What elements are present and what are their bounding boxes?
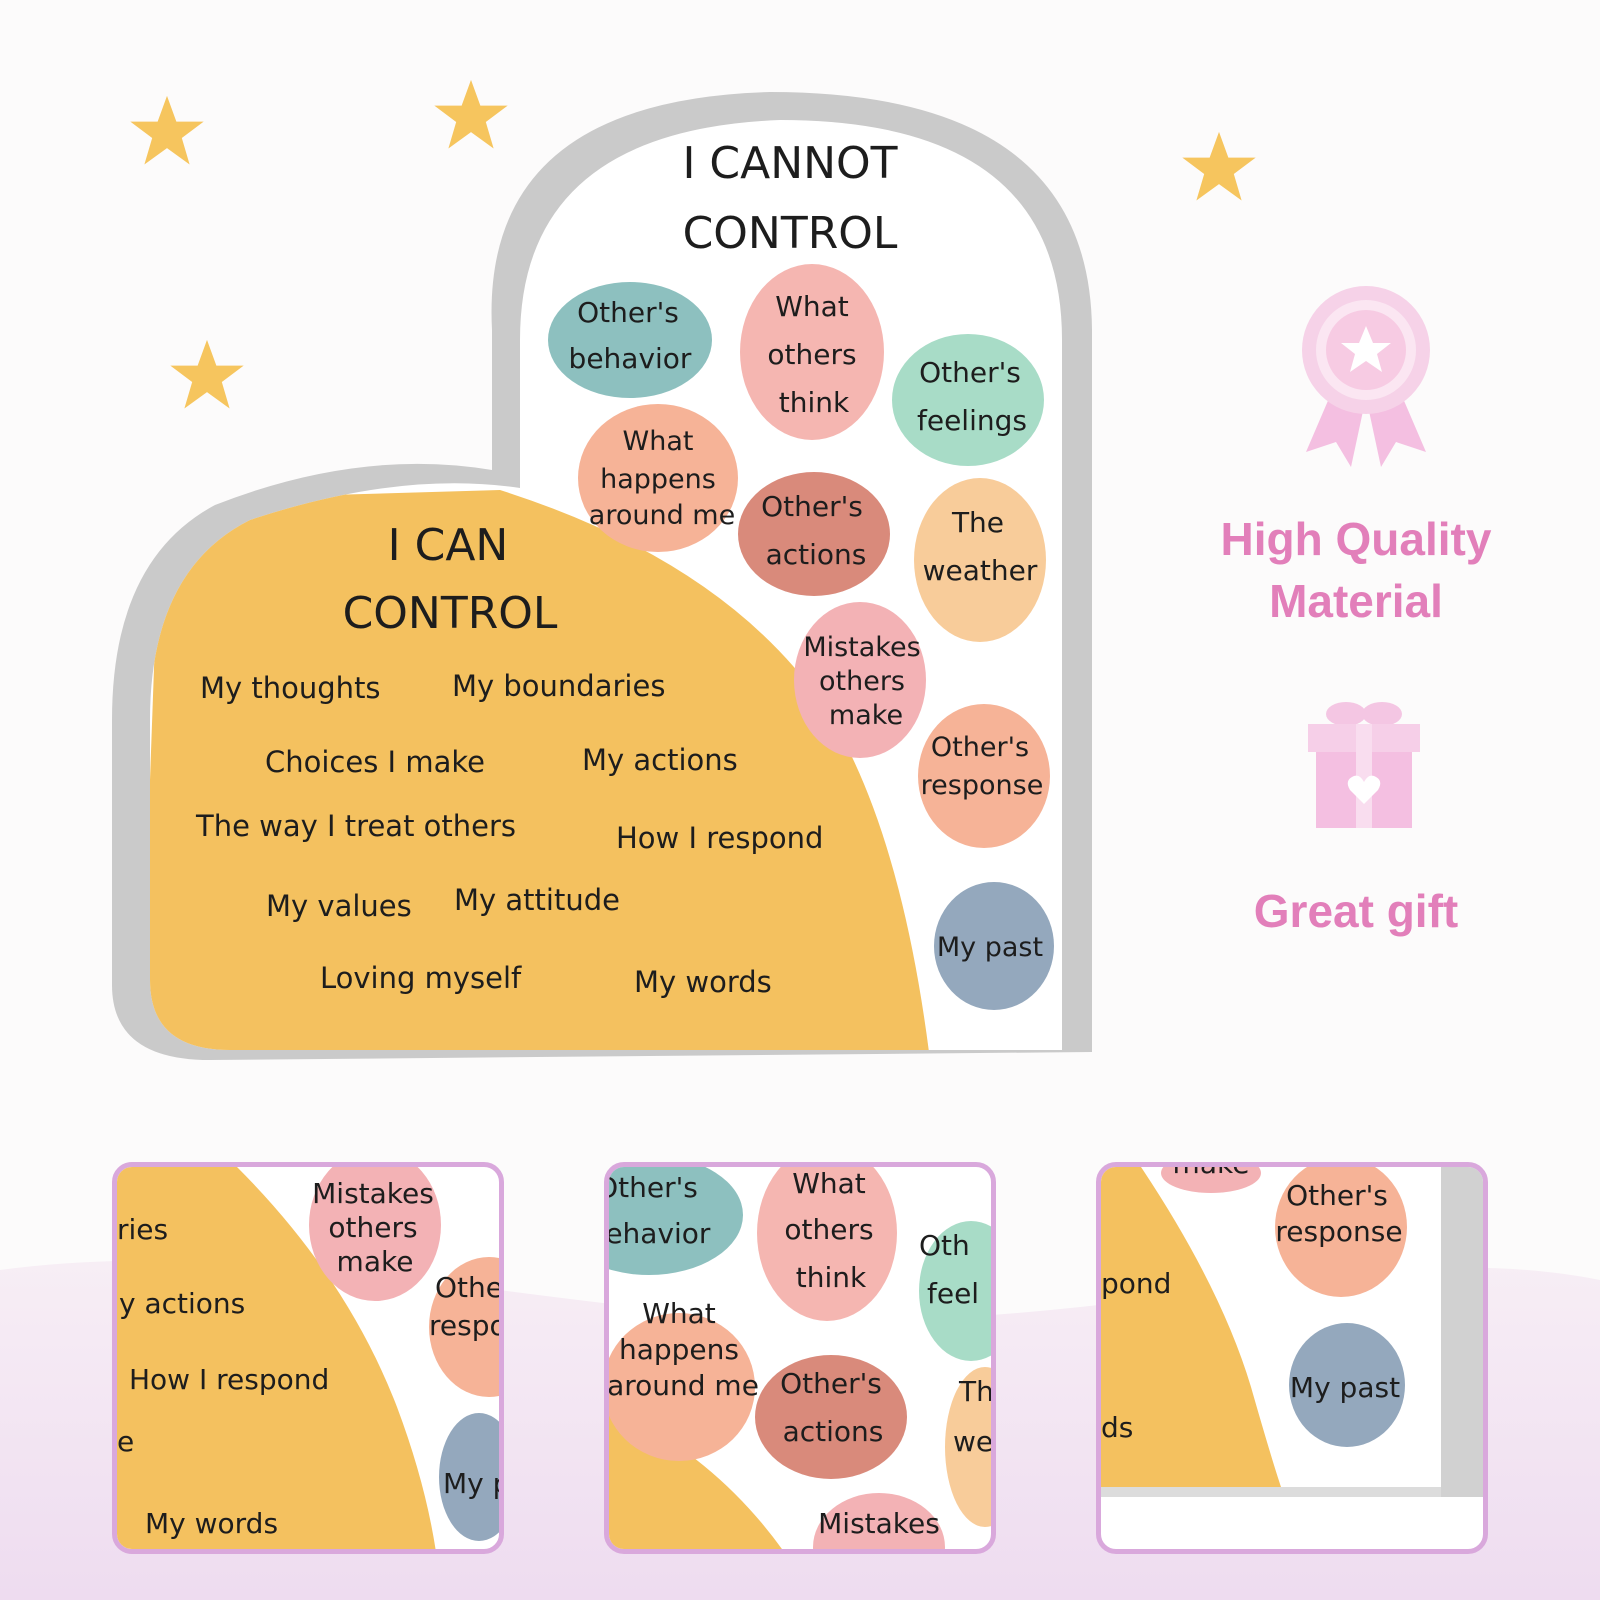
star-icon [170, 339, 244, 409]
can-item: How I respond [616, 821, 823, 855]
svg-text:behavior: behavior [569, 342, 692, 375]
can-title-line2: CONTROL [343, 588, 558, 639]
svg-text:others: others [784, 1213, 873, 1246]
can-control-region [150, 490, 930, 1050]
can-item: My actions [582, 743, 738, 777]
star-icon [1182, 131, 1256, 201]
svg-text:Other's: Other's [761, 490, 863, 523]
gift-box-icon [1308, 702, 1420, 828]
svg-text:Th: Th [958, 1375, 994, 1408]
svg-text:What: What [623, 426, 694, 457]
svg-text:Other's: Other's [1286, 1179, 1388, 1212]
svg-text:feelings: feelings [917, 404, 1027, 437]
svg-text:others: others [767, 338, 856, 371]
can-item: My boundaries [452, 669, 665, 703]
svg-text:Othe: Othe [435, 1271, 503, 1304]
thumbnail-3[interactable]: make Other's response pond My past ds [1096, 1162, 1488, 1554]
can-item: Loving myself [320, 961, 522, 995]
svg-text:My p: My p [443, 1467, 504, 1500]
svg-text:Other's: Other's [780, 1367, 882, 1400]
svg-text:think: think [779, 386, 850, 419]
can-item: My thoughts [200, 671, 381, 705]
cannot-bubble: Other's behavior [548, 282, 712, 398]
cannot-bubble: Other's actions [738, 472, 890, 596]
svg-text:How I respond: How I respond [129, 1363, 329, 1396]
svg-text:Mistakes: Mistakes [312, 1177, 434, 1210]
award-ribbon-icon [1302, 286, 1430, 467]
high-quality-line1: High Quality [1220, 513, 1492, 565]
svg-text:Other's: Other's [919, 356, 1021, 389]
svg-text:My words: My words [145, 1507, 278, 1540]
great-gift-label: Great gift [1156, 880, 1556, 942]
cannot-title-line1: I CANNOT [682, 138, 897, 189]
can-item: Choices I make [265, 745, 485, 779]
svg-text:Mistakes: Mistakes [818, 1507, 940, 1540]
cannot-bubble: Mistakes others make [794, 602, 926, 758]
svg-text:respo: respo [429, 1309, 504, 1342]
can-item: The way I treat others [195, 809, 516, 843]
svg-text:Other's: Other's [931, 732, 1029, 763]
high-quality-line2: Material [1269, 575, 1443, 627]
cannot-bubble: The weather [914, 478, 1046, 642]
svg-text:wea: wea [953, 1425, 996, 1458]
svg-text:pond: pond [1101, 1267, 1171, 1300]
svg-text:Other's: Other's [577, 296, 679, 329]
star-icon [130, 95, 204, 165]
svg-text:What: What [775, 290, 849, 323]
svg-text:The: The [951, 506, 1004, 539]
can-item: My attitude [454, 883, 620, 917]
svg-text:My past: My past [1290, 1371, 1400, 1404]
svg-text:actions: actions [783, 1415, 884, 1448]
svg-text:make: make [829, 700, 903, 731]
thumbnail-2-zoom: Other's behavior What others think What … [609, 1167, 996, 1549]
cannot-bubble: What happens around me [578, 404, 738, 552]
cannot-bubble: What others think [740, 264, 884, 440]
great-gift-text: Great gift [1253, 885, 1459, 937]
svg-text:My past: My past [937, 932, 1043, 963]
high-quality-label: High Quality Material [1156, 508, 1556, 632]
can-item: My values [266, 889, 412, 923]
thumbnail-3-zoom: make Other's response pond My past ds [1101, 1167, 1483, 1497]
svg-text:happens: happens [619, 1333, 739, 1366]
svg-text:e: e [117, 1425, 134, 1458]
cannot-bubble: Other's response [918, 704, 1050, 848]
svg-text:make: make [1173, 1167, 1250, 1180]
svg-text:weather: weather [923, 554, 1038, 587]
svg-text:Mistakes: Mistakes [803, 632, 920, 663]
svg-text:around me: around me [609, 1369, 759, 1402]
cannot-bubble: My past [934, 882, 1054, 1010]
svg-text:What: What [642, 1297, 716, 1330]
svg-text:happens: happens [600, 464, 716, 495]
svg-text:behavior: behavior [609, 1217, 711, 1250]
svg-text:actions: actions [766, 538, 867, 571]
can-item: My words [634, 965, 772, 999]
cannot-title-line2: CONTROL [683, 208, 898, 259]
svg-text:others: others [819, 666, 905, 697]
can-title-line1: I CAN [388, 520, 509, 571]
svg-text:others: others [328, 1211, 417, 1244]
heart-plaque: I CANNOT CONTROL I CAN CONTROL My though… [112, 92, 1092, 1060]
svg-text:think: think [796, 1261, 867, 1294]
svg-text:ries: ries [117, 1213, 168, 1246]
svg-text:around me: around me [589, 500, 735, 531]
svg-text:Other's: Other's [609, 1171, 698, 1204]
svg-text:feel: feel [927, 1277, 979, 1310]
cannot-bubble: Other's feelings [892, 334, 1044, 466]
thumbnail-1-zoom: Mistakes others make ries y actions How … [117, 1167, 504, 1549]
svg-text:Oth: Oth [919, 1229, 970, 1262]
svg-text:y actions: y actions [119, 1287, 245, 1320]
svg-text:ds: ds [1101, 1411, 1133, 1444]
star-icon [434, 79, 508, 149]
thumbnail-2[interactable]: Other's behavior What others think What … [604, 1162, 996, 1554]
svg-text:response: response [921, 770, 1044, 801]
svg-text:response: response [1275, 1215, 1402, 1248]
thumbnail-1[interactable]: Mistakes others make ries y actions How … [112, 1162, 504, 1554]
svg-text:What: What [792, 1167, 866, 1200]
svg-text:make: make [337, 1245, 414, 1278]
